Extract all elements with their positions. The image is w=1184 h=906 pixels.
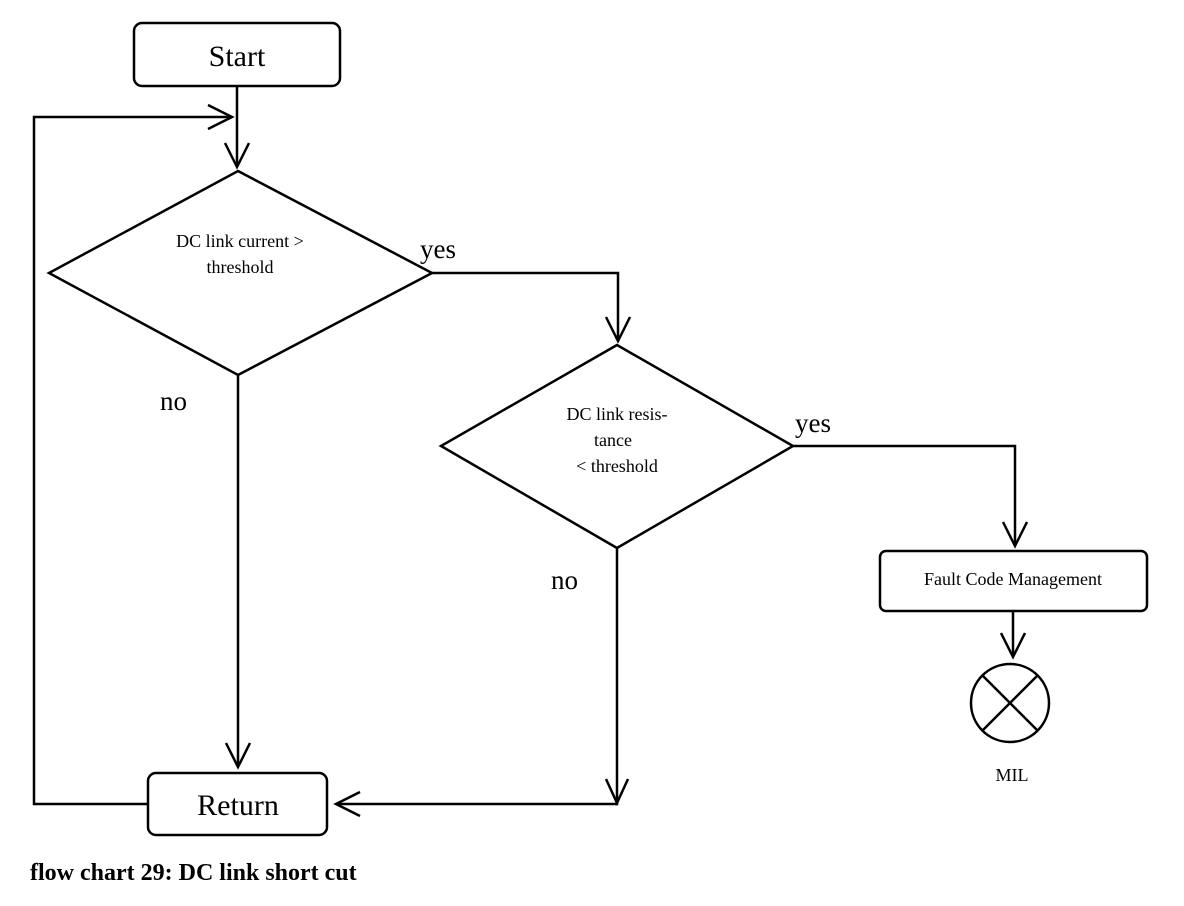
arrow-into-mil <box>999 632 1027 660</box>
arrow-into-return-right <box>333 790 361 818</box>
decision1-yes-label: yes <box>420 234 456 264</box>
arrow-into-return <box>224 742 252 770</box>
start-label: Start <box>209 40 266 73</box>
decision2-no-label: no <box>551 565 578 595</box>
decision1-no-label: no <box>160 386 187 416</box>
connector-decision2-yes <box>793 444 1017 545</box>
connector-loop-back <box>32 115 232 806</box>
arrow-into-decision2 <box>604 316 632 344</box>
connector-decision1-yes <box>432 271 620 340</box>
decision2-label-line2: tance <box>594 430 632 450</box>
decision2-label-line3: < threshold <box>576 456 658 476</box>
decision1-label-line2: threshold <box>207 257 274 277</box>
decision2-yes-label: yes <box>795 408 831 438</box>
mil-lamp-icon <box>969 662 1051 744</box>
arrow-decision2-no-down <box>604 778 630 807</box>
decision1-label-line1: DC link current > <box>176 231 304 251</box>
arrow-into-decision1 <box>223 142 251 170</box>
decision2-label-line1: DC link resis- <box>567 404 668 424</box>
mil-label: MIL <box>996 765 1029 785</box>
return-label: Return <box>197 789 279 822</box>
arrow-loop-back <box>207 103 235 131</box>
return-node <box>146 771 329 837</box>
figure-caption: flow chart 29: DC link short cut <box>30 860 357 886</box>
fault-code-management-label: Fault Code Management <box>924 569 1102 589</box>
arrow-into-fault <box>1001 521 1029 549</box>
